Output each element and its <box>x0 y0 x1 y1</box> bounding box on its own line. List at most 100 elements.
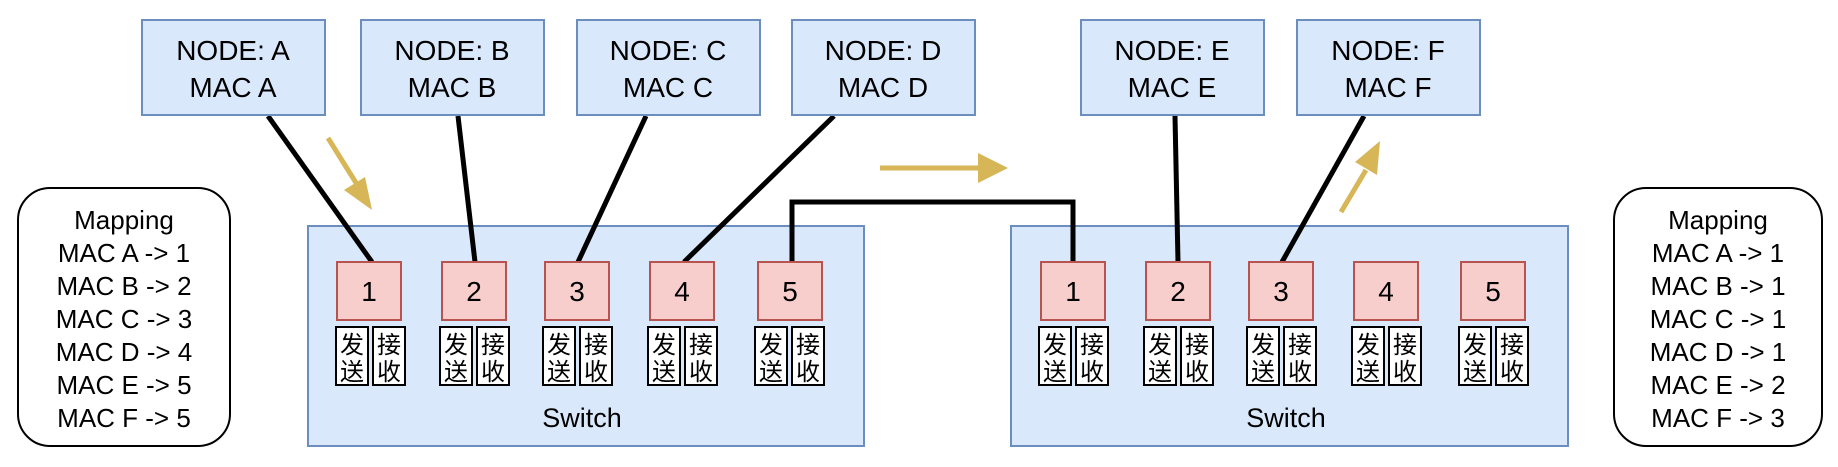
cable-node-a-to-port-1 <box>265 114 375 264</box>
node-b-box <box>360 19 545 116</box>
switch-right-port-4: 4 <box>1353 261 1419 321</box>
queue-pair: 发 送 接 收 <box>1246 326 1317 386</box>
port-number: 1 <box>361 276 377 307</box>
node-e-name: NODE: E <box>1114 35 1229 66</box>
mapping-entry: MAC C -> 1 <box>1650 304 1787 334</box>
receive-char-1: 接 <box>1393 331 1417 359</box>
queue-pair: 发 送 接 收 <box>1038 326 1109 386</box>
receive-char-2: 收 <box>481 358 505 386</box>
node-c-mac: MAC C <box>623 72 713 103</box>
node-a-name: NODE: A <box>176 35 290 66</box>
send-char-2: 送 <box>759 358 783 386</box>
node-a: NODE: A MAC A <box>141 19 326 116</box>
receive-char-1: 接 <box>481 331 505 359</box>
send-char-2: 送 <box>1356 358 1380 386</box>
send-char-1: 发 <box>340 331 364 359</box>
cable-node-e-to-port-2 <box>1172 115 1181 263</box>
queue-pair: 发 送 接 收 <box>439 326 510 386</box>
receive-char-2: 收 <box>1080 358 1104 386</box>
send-char-1: 发 <box>444 331 468 359</box>
arrow-shaft <box>1338 168 1369 214</box>
node-b: NODE: B MAC B <box>360 19 545 116</box>
node-b-name: NODE: B <box>394 35 509 66</box>
node-f-box <box>1296 19 1481 116</box>
port-box <box>544 261 610 321</box>
arrow-head-icon <box>1355 141 1380 175</box>
node-f-mac: MAC F <box>1344 72 1431 103</box>
send-char-1: 发 <box>759 331 783 359</box>
node-d: NODE: D MAC D <box>791 19 976 116</box>
send-char-2: 送 <box>1148 358 1172 386</box>
port-box <box>441 261 507 321</box>
mapping-entry: MAC B -> 2 <box>56 271 191 301</box>
receive-queue <box>791 326 825 386</box>
queue-pair: 发 送 接 收 <box>1143 326 1214 386</box>
switch-right-port-3: 3 <box>1248 261 1314 321</box>
port-box <box>1040 261 1106 321</box>
node-d-box <box>791 19 976 116</box>
mapping-entry: MAC A -> 1 <box>58 238 190 268</box>
mapping-box-left <box>17 187 231 447</box>
port-number: 2 <box>1170 276 1186 307</box>
send-char-1: 发 <box>1463 331 1487 359</box>
cable-node-b-to-port-2 <box>455 115 478 263</box>
queue-pair: 发 送 接 收 <box>754 326 825 386</box>
send-char-2: 送 <box>340 358 364 386</box>
receive-char-1: 接 <box>1288 331 1312 359</box>
send-queue <box>754 326 788 386</box>
switch-right-port-2: 2 <box>1145 261 1211 321</box>
receive-char-1: 接 <box>689 331 713 359</box>
node-a-mac: MAC A <box>189 72 276 103</box>
send-queue <box>1143 326 1177 386</box>
send-char-2: 送 <box>547 358 571 386</box>
send-queue <box>542 326 576 386</box>
port-box <box>1460 261 1526 321</box>
receive-char-2: 收 <box>584 358 608 386</box>
port-number: 5 <box>1485 276 1501 307</box>
send-char-1: 发 <box>1251 331 1275 359</box>
switch-right-label: Switch <box>1246 403 1326 433</box>
mapping-title-left: Mapping <box>74 205 174 235</box>
send-queue <box>1246 326 1280 386</box>
receive-char-2: 收 <box>1185 358 1209 386</box>
send-char-2: 送 <box>1251 358 1275 386</box>
flow-arrow-between-switches <box>880 153 1008 183</box>
send-char-2: 送 <box>652 358 676 386</box>
port-box <box>1145 261 1211 321</box>
port-number: 1 <box>1065 276 1081 307</box>
receive-char-1: 接 <box>1080 331 1104 359</box>
send-char-1: 发 <box>547 331 571 359</box>
receive-char-1: 接 <box>796 331 820 359</box>
queue-pair: 发 送 接 收 <box>335 326 406 386</box>
receive-char-2: 收 <box>689 358 713 386</box>
receive-char-1: 接 <box>1500 331 1524 359</box>
mapping-entry: MAC D -> 1 <box>1650 337 1787 367</box>
send-char-1: 发 <box>1043 331 1067 359</box>
switch-left-port-3: 3 <box>544 261 610 321</box>
queue-pair: 发 送 接 收 <box>1458 326 1529 386</box>
queue-pair: 发 送 接 收 <box>542 326 613 386</box>
receive-queue <box>1388 326 1422 386</box>
port-box <box>1353 261 1419 321</box>
mapping-table-left: Mapping MAC A -> 1 MAC B -> 2 MAC C -> 3… <box>17 187 231 447</box>
send-char-2: 送 <box>1463 358 1487 386</box>
send-queue <box>335 326 369 386</box>
mapping-entry: MAC F -> 3 <box>1651 403 1785 433</box>
switch-left-port-5: 5 <box>757 261 823 321</box>
port-number: 3 <box>569 276 585 307</box>
receive-char-2: 收 <box>796 358 820 386</box>
arrow-head-icon <box>978 153 1008 183</box>
node-c: NODE: C MAC C <box>576 19 761 116</box>
node-f-name: NODE: F <box>1331 35 1445 66</box>
switch-left-label: Switch <box>542 403 622 433</box>
send-queue <box>439 326 473 386</box>
switch-left-port-4: 4 <box>649 261 715 321</box>
node-f: NODE: F MAC F <box>1296 19 1481 116</box>
receive-queue <box>476 326 510 386</box>
mapping-entry: MAC D -> 4 <box>56 337 193 367</box>
send-char-1: 发 <box>652 331 676 359</box>
mapping-entry: MAC A -> 1 <box>1652 238 1784 268</box>
receive-char-1: 接 <box>1185 331 1209 359</box>
switch-right-port-1: 1 <box>1040 261 1106 321</box>
